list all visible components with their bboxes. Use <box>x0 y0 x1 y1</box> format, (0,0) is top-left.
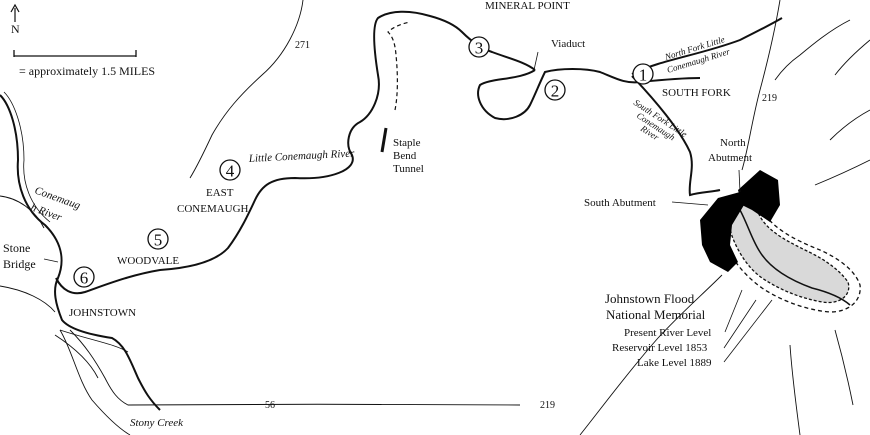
road-far-east <box>829 109 870 141</box>
road-northeast <box>834 39 870 76</box>
label-stone: Stone <box>3 241 30 255</box>
label-staple-1: Staple <box>393 137 421 149</box>
svg-text:2: 2 <box>551 82 560 101</box>
road-east-spur <box>774 19 851 81</box>
scale-label: = approximately 1.5 MILES <box>19 64 155 78</box>
south-fork-river <box>631 75 721 197</box>
leader-lines <box>43 51 773 363</box>
label-south-abutment: South Abutment <box>584 197 656 209</box>
route-219-south: 219 <box>540 400 555 411</box>
south-abutment <box>700 192 744 272</box>
label-south-fork: SOUTH FORK <box>662 87 731 99</box>
road-memorial-east <box>834 329 854 406</box>
railroad-dashed <box>387 21 411 111</box>
label-viaduct: Viaduct <box>551 38 585 50</box>
little-conemaugh-river <box>55 10 536 295</box>
label-reservoir-level: Reservoir Level 1853 <box>612 342 708 354</box>
road-56 <box>69 329 521 406</box>
route-56: 56 <box>265 400 275 411</box>
label-staple-3: Tunnel <box>393 163 424 175</box>
svg-text:6: 6 <box>80 269 89 288</box>
road-west-2 <box>0 285 56 313</box>
label-east-conemaugh: CONEMAUGH <box>177 203 249 215</box>
road-southwest <box>54 334 99 379</box>
north-fork-river <box>631 17 783 75</box>
label-staple-2: Bend <box>393 150 417 162</box>
reservoir <box>700 170 861 313</box>
lake-1889 <box>726 195 850 304</box>
road-stony-creek-branch <box>59 329 131 435</box>
svg-text:3: 3 <box>475 39 484 58</box>
marker-5: 5 <box>147 228 169 250</box>
marker-3: 3 <box>468 36 490 58</box>
label-memorial-1: Johnstown Flood <box>605 291 695 306</box>
label-east: EAST <box>206 187 234 199</box>
road-219-south <box>579 274 723 435</box>
label-lake-level: Lake Level 1889 <box>637 357 712 369</box>
present-river-channel <box>739 209 851 306</box>
route-219-north: 219 <box>762 93 777 104</box>
conemaugh-river <box>0 94 161 411</box>
road-east-branch <box>814 159 870 186</box>
road-west-1 <box>0 195 45 229</box>
road-271 <box>189 0 304 179</box>
north-abutment <box>738 170 780 222</box>
label-north-abutment-2: Abutment <box>708 152 752 164</box>
marker-4: 4 <box>219 159 241 181</box>
rivers <box>0 10 783 411</box>
marker-2: 2 <box>544 79 566 101</box>
label-memorial-2: National Memorial <box>606 307 706 322</box>
label-bridge: Bridge <box>3 257 36 271</box>
label-stony-creek: Stony Creek <box>130 417 184 429</box>
road-219-north <box>741 0 781 171</box>
scale-bar <box>13 50 137 57</box>
label-johnstown: JOHNSTOWN <box>69 307 136 319</box>
label-north-abutment-1: North <box>720 137 746 149</box>
svg-text:4: 4 <box>226 162 235 181</box>
svg-text:1: 1 <box>639 66 648 85</box>
north-label: N <box>11 22 20 36</box>
marker-6: 6 <box>73 266 95 288</box>
label-little-conemaugh: Little Conemaugh River <box>248 147 356 165</box>
svg-text:5: 5 <box>154 231 163 250</box>
label-woodvale: WOODVALE <box>117 255 179 267</box>
route-271: 271 <box>295 40 310 51</box>
north-arrow-icon <box>10 3 20 22</box>
marker-1: 1 <box>632 63 654 85</box>
staple-bend-tunnel-mark <box>380 127 388 153</box>
road-memorial-south <box>789 344 801 435</box>
label-mineral-point: MINERAL POINT <box>485 0 570 12</box>
river-banks <box>3 91 129 353</box>
label-present-river: Present River Level <box>624 327 711 339</box>
